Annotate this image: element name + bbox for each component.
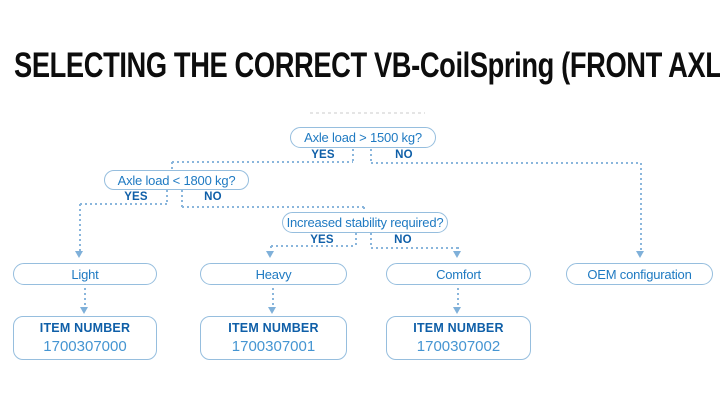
connector-d3-no-drop — [457, 247, 459, 252]
connector-d1-no-horizontal — [371, 162, 641, 164]
connector-d1-yes-stub — [352, 149, 354, 162]
outcome-label: Heavy — [255, 266, 292, 282]
connector-heavy-to-item — [272, 288, 274, 307]
connector-d3-no-stub — [370, 233, 372, 247]
arrow-down-icon — [80, 307, 88, 314]
connector-d3-yes-stub — [355, 233, 357, 245]
connector-d2-no-stub — [181, 190, 183, 207]
outcome-label: Comfort — [436, 266, 481, 282]
yes-label-decision-1: YES — [311, 149, 335, 161]
decision-pill-increased-stability: Increased stability required? — [282, 212, 448, 233]
yes-label-decision-3: YES — [310, 234, 334, 246]
connector-d1-yes-drop — [171, 162, 173, 170]
yes-label-decision-2: YES — [124, 191, 148, 203]
arrow-down-icon — [453, 251, 461, 258]
connector-d1-yes-horizontal — [172, 161, 353, 163]
item-number-box-comfort: ITEM NUMBER 1700307002 — [386, 316, 531, 360]
connector-d2-yes-stub — [166, 190, 168, 203]
no-label-decision-2: NO — [204, 191, 222, 203]
faint-artifact-line — [310, 112, 425, 114]
connector-d2-no-drop — [363, 207, 365, 213]
item-number-box-light: ITEM NUMBER 1700307000 — [13, 316, 157, 360]
item-number-value: 1700307000 — [43, 338, 127, 355]
no-label-decision-3: NO — [394, 234, 412, 246]
connector-d1-no-stub — [370, 149, 372, 163]
connector-d2-yes-horizontal — [80, 203, 167, 205]
outcome-pill-light: Light — [13, 263, 157, 285]
arrow-down-icon — [636, 251, 644, 258]
outcome-label: OEM configuration — [587, 266, 692, 282]
item-number-heading: ITEM NUMBER — [413, 321, 504, 335]
arrow-down-icon — [75, 251, 83, 258]
item-number-heading: ITEM NUMBER — [39, 321, 131, 335]
decision-question: Axle load < 1800 kg? — [117, 172, 236, 188]
outcome-pill-oem-configuration: OEM configuration — [566, 263, 713, 285]
connector-d3-yes-horizontal — [271, 245, 356, 247]
connector-light-to-item — [84, 288, 86, 307]
arrow-down-icon — [268, 307, 276, 314]
page-title: SELECTING THE CORRECT VB-CoilSpring (FRO… — [14, 46, 720, 85]
decision-question: Increased stability required? — [286, 215, 444, 230]
item-number-heading: ITEM NUMBER — [228, 321, 319, 335]
decision-pill-axle-load-1500: Axle load > 1500 kg? — [290, 127, 436, 148]
arrow-down-icon — [453, 307, 461, 314]
connector-d3-no-horizontal — [371, 247, 458, 249]
arrow-down-icon — [266, 251, 274, 258]
connector-d2-no-horizontal — [182, 206, 364, 208]
outcome-pill-heavy: Heavy — [200, 263, 347, 285]
no-label-decision-1: NO — [395, 149, 413, 161]
decision-question: Axle load > 1500 kg? — [304, 130, 422, 145]
connector-d1-no-drop — [640, 163, 642, 251]
connector-d3-yes-drop — [270, 246, 272, 252]
item-number-value: 1700307001 — [231, 338, 316, 355]
outcome-pill-comfort: Comfort — [386, 263, 531, 285]
connector-d2-yes-drop — [79, 204, 81, 251]
connector-comfort-to-item — [457, 288, 459, 307]
item-number-value: 1700307002 — [416, 338, 501, 355]
decision-pill-axle-load-1800: Axle load < 1800 kg? — [104, 170, 249, 190]
item-number-box-heavy: ITEM NUMBER 1700307001 — [200, 316, 347, 360]
outcome-label: Light — [71, 266, 99, 282]
